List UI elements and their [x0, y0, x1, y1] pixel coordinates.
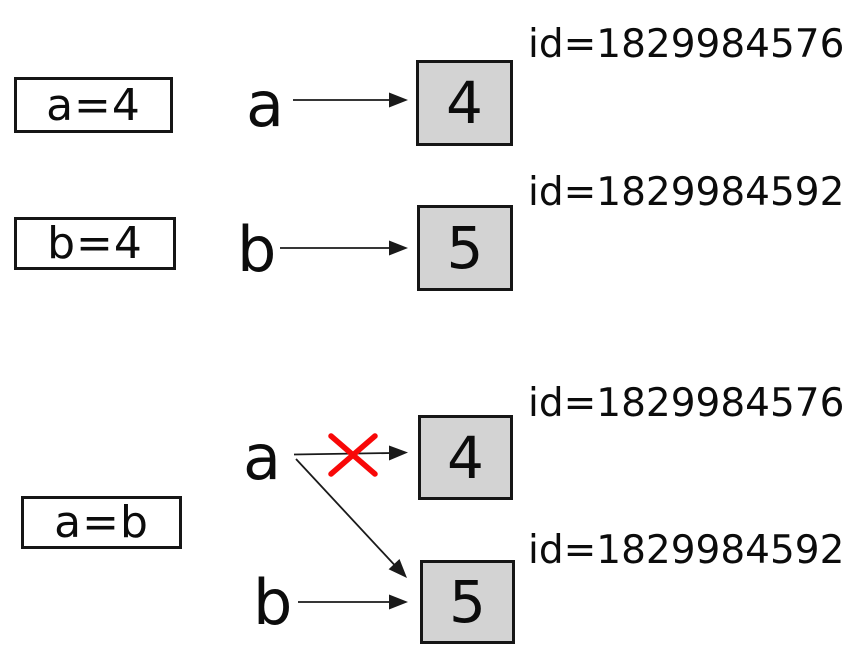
code-box-b-eq-4: b=4 — [14, 217, 176, 270]
var-label-b: b — [253, 566, 293, 639]
cross-out-icon — [328, 433, 378, 477]
var-label-a: a — [246, 68, 284, 141]
var-label-b: b — [237, 213, 277, 286]
object-box-5: 5 — [417, 205, 513, 291]
code-text: b=4 — [47, 218, 143, 269]
arrow-b-to-5-icon — [280, 240, 408, 256]
id-label: id=1829984576 — [528, 22, 845, 67]
code-text: a=4 — [46, 79, 141, 131]
object-box-4: 4 — [416, 60, 513, 146]
arrow-a-to-4-old-icon — [293, 445, 408, 461]
object-box-5: 5 — [420, 560, 515, 644]
object-value: 4 — [446, 69, 483, 137]
code-box-a-eq-b: a=b — [21, 496, 182, 549]
object-value: 5 — [446, 214, 484, 282]
id-label: id=1829984592 — [528, 528, 845, 573]
arrow-a-to-5-icon — [295, 458, 407, 578]
object-value: 5 — [449, 568, 486, 636]
id-label: id=1829984592 — [528, 170, 845, 215]
code-text: a=b — [54, 497, 149, 548]
code-box-a-eq-4: a=4 — [14, 77, 173, 133]
var-label-a: a — [243, 421, 281, 494]
id-label: id=1829984576 — [528, 381, 845, 426]
arrow-a-to-4-icon — [293, 92, 408, 108]
object-value: 4 — [447, 423, 484, 492]
object-box-4: 4 — [418, 415, 513, 500]
arrow-b-to-5-s3-icon — [298, 594, 408, 610]
